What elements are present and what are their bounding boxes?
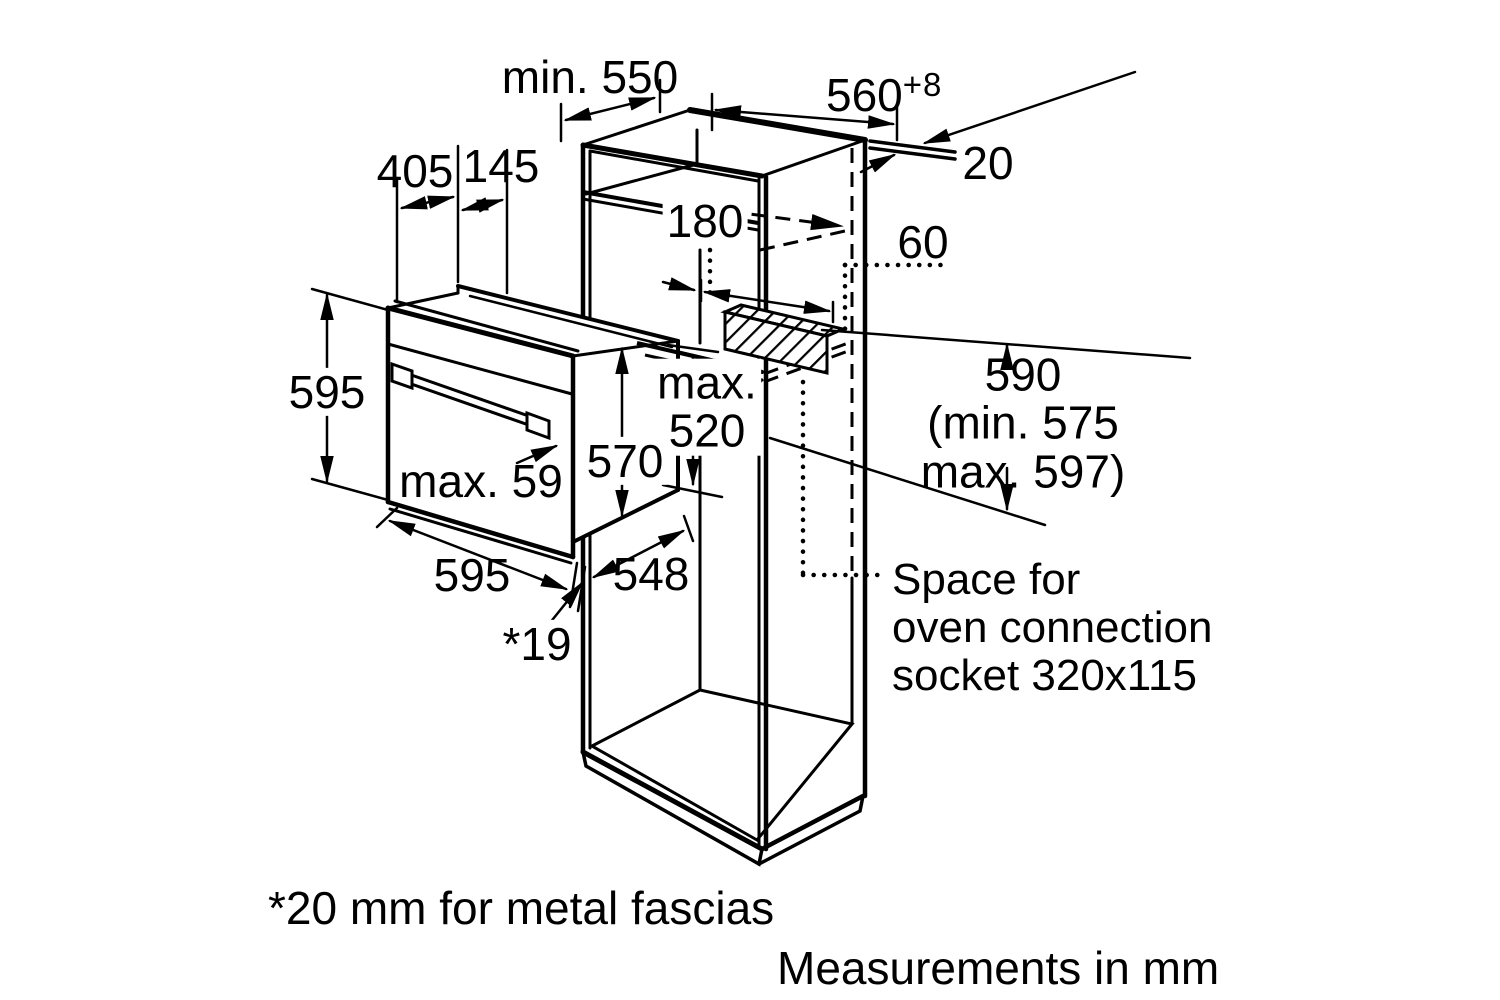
dim-oven-width: 595 xyxy=(433,548,511,601)
note-units: Measurements in mm xyxy=(777,942,1220,994)
dim-fascia-gap: *19 xyxy=(498,620,576,668)
dim-top-compartment-height: 180 xyxy=(662,197,748,245)
dim-niche-height-value: 590 xyxy=(984,348,1062,401)
dim-socket-side-offset: 60 xyxy=(897,215,949,268)
dim-rear-gap: 20 xyxy=(962,136,1014,189)
dim-oven-body-depth: 548 xyxy=(612,547,690,600)
dim-recess-depth-max: max.520 xyxy=(653,356,761,457)
dim-niche-width-tolerance: +8 xyxy=(902,66,943,103)
dim-oven-top-depth-rear: 405 xyxy=(376,144,454,197)
dim-niche-height-max: max. 597) xyxy=(920,445,1126,498)
note-socket-line1: Space for xyxy=(892,555,1081,604)
dim-niche-width-value: 560 xyxy=(826,69,903,121)
dim-oven-top-depth-front: 145 xyxy=(462,139,540,192)
dim-niche-width: 560+8 xyxy=(826,66,943,121)
note-fascia: *20 mm for metal fascias xyxy=(268,882,775,934)
dimension-lines xyxy=(310,70,1192,626)
note-socket-line2: oven connection xyxy=(892,603,1213,652)
note-socket-line3: socket 320x115 xyxy=(892,651,1197,700)
dim-min-depth: min. 550 xyxy=(501,50,679,103)
dim-niche-height-min: (min. 575 xyxy=(927,396,1119,449)
dim-recess-max-value: 520 xyxy=(668,405,746,457)
dim-oven-height: 595 xyxy=(284,368,370,416)
dim-recess-max-label: max. xyxy=(657,356,757,409)
dim-handle-clearance: max. 59 xyxy=(399,454,563,507)
oven-drawing xyxy=(385,284,763,565)
cabinet-hidden-lines xyxy=(703,148,854,576)
dim-oven-body-height: 570 xyxy=(582,437,668,485)
